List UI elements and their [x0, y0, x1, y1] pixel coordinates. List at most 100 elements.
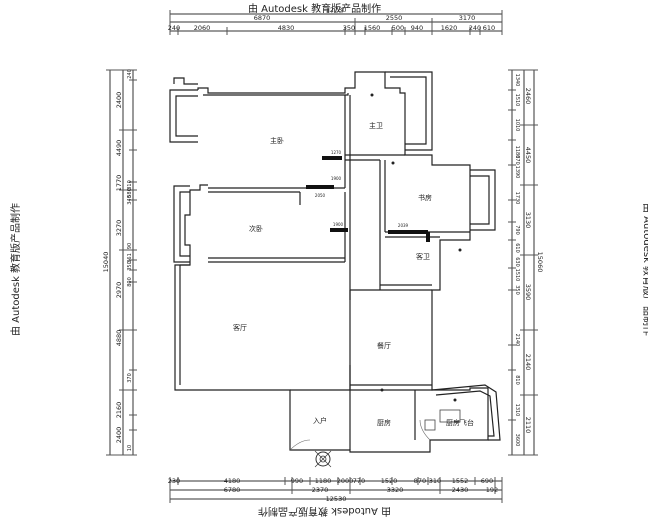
dim-left-s4: 340: [127, 195, 133, 205]
door-marker-1: [322, 156, 342, 160]
dim-top-r2-5: 1560: [364, 24, 381, 32]
dim-bottom-11: 690: [481, 477, 493, 485]
dim-left-s9: 370: [127, 373, 133, 383]
dim-left-s5: 90: [127, 243, 133, 249]
dim-right-1: 2460: [524, 88, 532, 105]
label-dining-room: 餐厅: [377, 341, 391, 350]
kitchen-balcony-outline: [431, 384, 501, 441]
dim-right-2: 4450: [524, 147, 532, 164]
dim-right-s10: 630: [514, 257, 520, 267]
dim-bottom-5: 2000: [337, 477, 354, 485]
bay-window-master: [169, 89, 198, 143]
label-second-bedroom: 次卧: [249, 224, 263, 233]
dim-top-r2-8: 1620: [441, 24, 458, 32]
dim-right-total: 15060: [536, 252, 544, 273]
dim-left-1: 2400: [115, 92, 123, 109]
dim-right-5: 2140: [524, 354, 532, 371]
bay-window-bath: [385, 71, 433, 151]
door-marker-5: [426, 232, 430, 242]
bay-window-study: [470, 169, 496, 231]
label-kitchen-balcony: 厨房飞台: [446, 418, 474, 427]
dim-left-s2: 310: [127, 180, 133, 190]
dim-right-s12: 350: [514, 285, 520, 295]
door-marker-2: [306, 185, 334, 189]
dim-left-2: 4490: [115, 140, 123, 157]
dim-right-s1: 1340: [514, 74, 520, 87]
bay-window-second: [173, 185, 190, 263]
door-marker-4: [388, 230, 428, 234]
dim-right-s7: 1730: [514, 192, 520, 205]
dim-bottom-r2-3: 3320: [387, 486, 404, 494]
dim-left-s10: 10: [127, 445, 133, 451]
dim-left-s6: 361: [127, 253, 133, 263]
dim-top-r2-9: 240: [469, 24, 481, 32]
dim-bottom-r2-1: 6780: [224, 486, 241, 494]
watermark-left: 由 Autodesk 教育版产品制作: [11, 202, 23, 337]
dim-right-s13: 2140: [514, 334, 520, 347]
dim-top-r2-7: 940: [411, 24, 423, 32]
dim-top-r2-10: 610: [483, 24, 495, 32]
dim-right-s5: 670: [514, 155, 520, 165]
door-label-1: 1270: [331, 150, 342, 155]
label-entry: 入户: [313, 416, 327, 425]
dim-top-total: 12730: [326, 6, 347, 14]
dim-bottom-7: 1520: [381, 477, 398, 485]
dim-left-4: 3270: [115, 220, 123, 237]
door-label-4: 2039: [398, 223, 409, 228]
dim-left-s3: 580: [127, 188, 133, 198]
dim-bottom-8: 870: [414, 477, 426, 485]
door-label-2: 2050: [315, 193, 326, 198]
dim-bottom-6: 770: [353, 477, 365, 485]
door-label-3: 1900: [333, 222, 344, 227]
dim-bottom-2: 4180: [224, 477, 241, 485]
dim-top-r2-4: 350: [343, 24, 355, 32]
dim-left-s8: 800: [127, 277, 133, 287]
dim-top-1: 6870: [254, 14, 271, 22]
dim-bottom-total: 12530: [326, 495, 347, 503]
dim-right-6: 2110: [524, 417, 532, 434]
dim-bottom-9: 310: [429, 477, 441, 485]
watermark-right: 由 Autodesk 教育版产品制作: [641, 203, 648, 337]
dim-left-s1: 240: [127, 69, 133, 79]
dim-right-s4: 1180: [514, 146, 520, 159]
dim-left-8: 2400: [115, 427, 123, 444]
dim-right-s3: 1010: [514, 119, 520, 132]
dim-bottom-r2-5: 192: [486, 486, 498, 494]
dim-top-r2-2: 2060: [194, 24, 211, 32]
kitchen-fixture: [424, 419, 436, 431]
label-living-room: 客厅: [233, 323, 247, 332]
dim-right-s9: 610: [514, 243, 520, 253]
dim-right-s2: 1510: [514, 94, 520, 107]
dim-bottom-4: 1180: [315, 477, 332, 485]
dim-left-s7: 350: [127, 261, 133, 271]
dim-right-s15: 1310: [514, 404, 520, 417]
door-label-5: 1900: [331, 176, 342, 181]
watermark-top: 由 Autodesk 教育版产品制作: [248, 4, 382, 15]
dim-right-s6: 1390: [514, 166, 520, 179]
label-guest-bath: 客卫: [416, 252, 430, 261]
dim-right-3: 3130: [524, 212, 532, 229]
dim-right-s11: 1510: [514, 269, 520, 282]
dim-top-r2-1: 240: [168, 24, 180, 32]
dim-right-s8: 790: [514, 225, 520, 235]
dim-bottom-r2-2: 2370: [312, 486, 329, 494]
label-kitchen: 厨房: [377, 418, 391, 427]
dim-right-s16: 3600: [514, 434, 520, 447]
label-master-bath: 主卫: [369, 121, 383, 130]
door-marker-3: [330, 228, 348, 232]
dim-left-6: 4880: [115, 330, 123, 347]
dim-left-total: 15040: [102, 252, 110, 273]
label-study: 书房: [418, 193, 432, 202]
dim-bottom-10: 1552: [452, 477, 469, 485]
dim-left-3: 1770: [115, 175, 123, 192]
dim-bottom-1: 230: [168, 477, 180, 485]
dim-bottom-3: 990: [291, 477, 303, 485]
dim-left-7: 2160: [115, 402, 123, 419]
entry-mat-icon: [314, 450, 332, 468]
dim-left-5: 2970: [115, 282, 123, 299]
dim-top-r2-3: 4830: [278, 24, 295, 32]
dim-right-s14: 810: [514, 375, 520, 385]
label-master-bedroom: 主卧: [270, 136, 284, 145]
dim-top-2: 2550: [386, 14, 403, 22]
dim-top-r2-6: 500: [392, 24, 404, 32]
